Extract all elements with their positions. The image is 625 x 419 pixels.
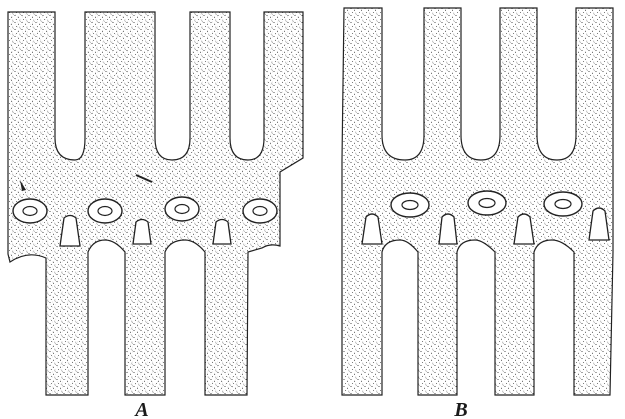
panel-b-cone-pore [439,214,457,244]
panel-a-ring-pore [165,197,199,221]
panel-b-ring-pore [544,192,582,216]
panel-a-label: A [133,399,148,419]
panel-a-ring-pore [88,199,122,223]
panel-a-ring-pore [13,199,47,223]
panel-a-ring-pore [243,199,277,223]
panel-a: A [8,12,304,419]
panel-a-cone-pore [133,220,151,245]
panel-a-cone-pore [213,220,231,245]
panel-b-label: B [453,399,467,419]
panel-b-ring-pore [468,191,506,215]
panel-b: B [342,8,613,419]
panel-b-ring-pore [391,193,429,217]
